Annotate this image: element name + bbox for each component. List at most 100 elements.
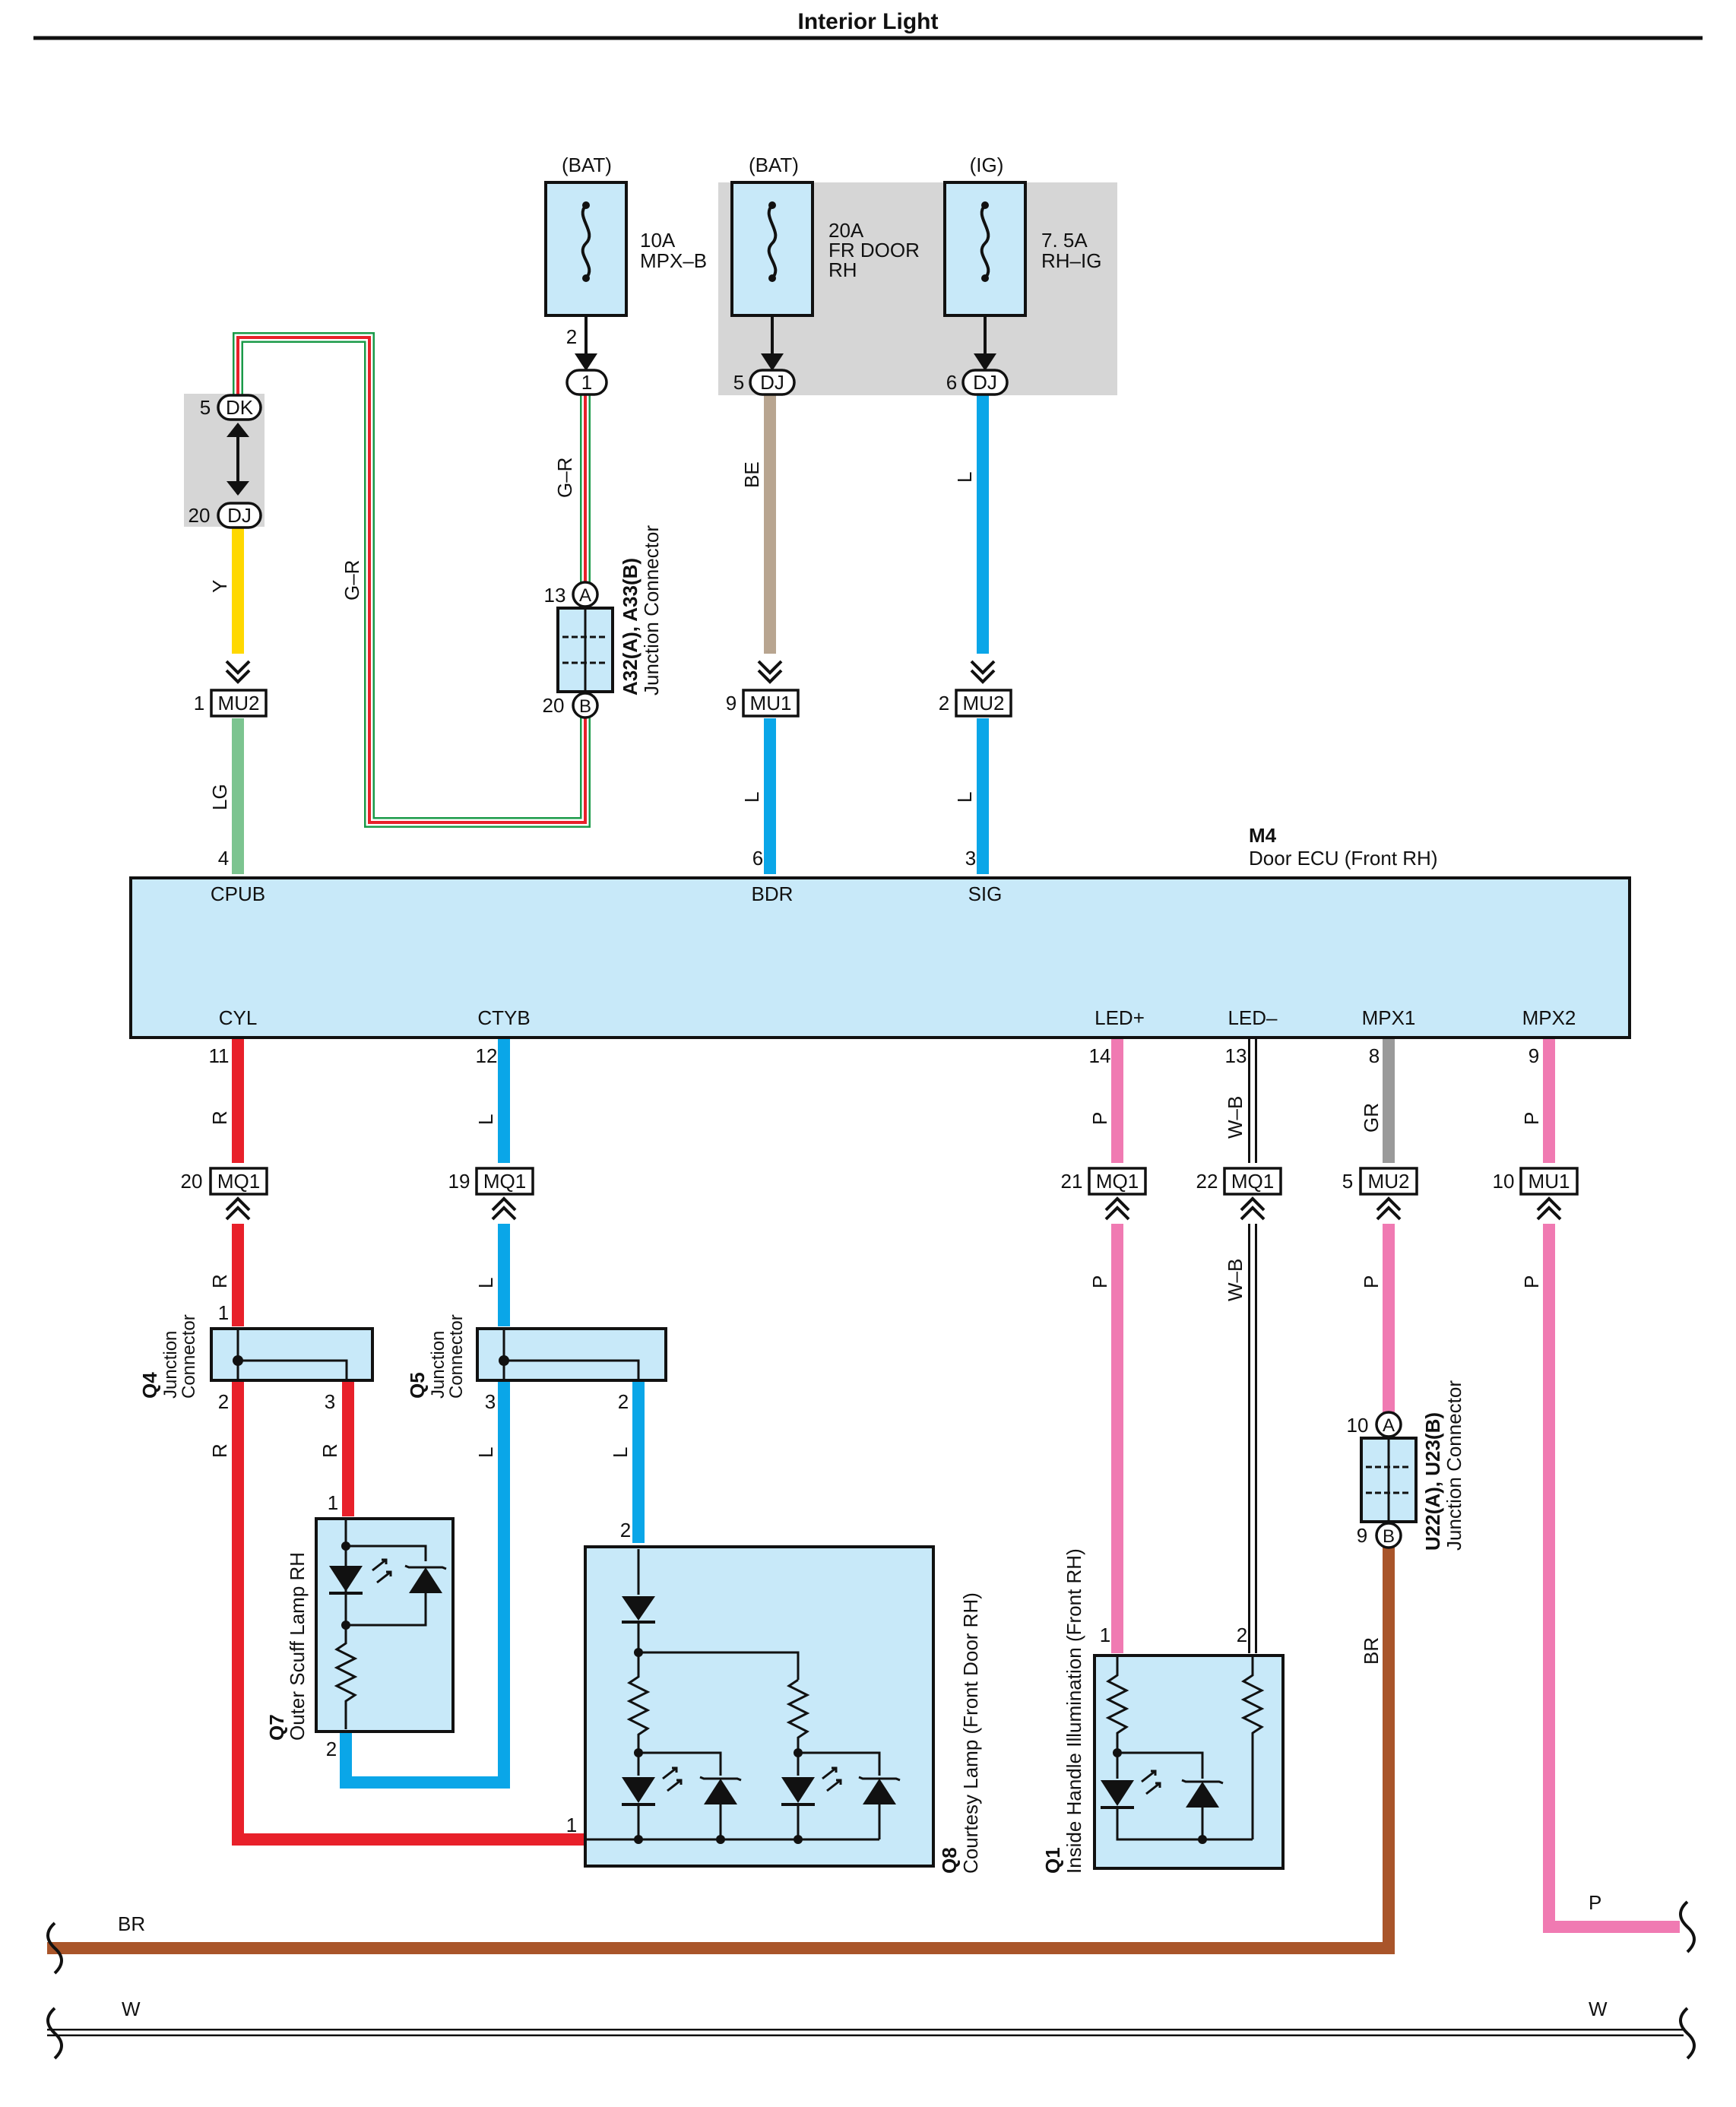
svg-text:Door ECU (Front RH): Door ECU (Front RH) xyxy=(1249,847,1437,870)
svg-text:Courtesy Lamp (Front Door RH): Courtesy Lamp (Front Door RH) xyxy=(959,1592,982,1874)
svg-text:1: 1 xyxy=(194,692,204,714)
connector-dj-pin5: DJ 5 xyxy=(733,353,796,396)
svg-text:Outer Scuff Lamp RH: Outer Scuff Lamp RH xyxy=(286,1552,309,1741)
svg-text:Connector: Connector xyxy=(179,1314,199,1399)
fuse-mpx-b: (BAT) 10A MPX–B xyxy=(544,154,707,363)
svg-text:3: 3 xyxy=(485,1390,496,1413)
svg-text:M4: M4 xyxy=(1249,824,1277,847)
svg-text:L: L xyxy=(953,792,976,803)
svg-text:Junction: Junction xyxy=(428,1331,448,1399)
fuse-rating: 10A xyxy=(640,229,676,252)
svg-text:13: 13 xyxy=(1225,1044,1247,1067)
junction-connector-u22-u23: A 10 B 9 U22(A), U23(B) Junction Connect… xyxy=(1347,1380,1465,1551)
junction-connector-a32-a33: A 13 B 20 A32(A), A33(B) Junction Connec… xyxy=(543,525,663,719)
svg-text:MQ1: MQ1 xyxy=(1096,1170,1139,1193)
svg-text:R: R xyxy=(318,1443,341,1458)
svg-text:Q8: Q8 xyxy=(938,1847,961,1874)
svg-text:3: 3 xyxy=(325,1390,335,1413)
svg-text:CYL: CYL xyxy=(219,1006,258,1029)
svg-text:MQ1: MQ1 xyxy=(1231,1170,1274,1193)
connector-dk-dj-pair: DK 5 DJ 20 xyxy=(188,394,262,529)
wire-l-to-q7 xyxy=(340,1380,510,1789)
inside-handle-illumination-q1: 1 2 Q1 Inside Handle Illumination (Front… xyxy=(1041,1548,1285,1874)
page-title: Interior Light xyxy=(798,9,939,34)
svg-text:9: 9 xyxy=(1529,1044,1539,1067)
junction-q5: 3 2 Q5 Junction Connector xyxy=(406,1314,667,1413)
svg-text:MU2: MU2 xyxy=(218,692,260,714)
svg-text:20: 20 xyxy=(181,1170,203,1193)
wire-color-labels: G–R G–R BE L Y LG L L R R R R L L L L P … xyxy=(118,458,1608,2020)
svg-text:P: P xyxy=(1088,1112,1111,1125)
connector-mu2-pin2: MU2 2 xyxy=(939,660,1012,718)
svg-text:L: L xyxy=(953,472,976,483)
connector-mu1-pin9: MU1 9 xyxy=(726,660,800,718)
connector-mq1-pin20: MQ1 20 xyxy=(181,1167,268,1221)
svg-text:Inside Handle Illumination (Fr: Inside Handle Illumination (Front RH) xyxy=(1063,1548,1085,1874)
svg-text:2: 2 xyxy=(326,1738,337,1760)
svg-text:DK: DK xyxy=(226,396,254,419)
svg-text:BR: BR xyxy=(1360,1637,1383,1665)
svg-text:2: 2 xyxy=(620,1519,631,1541)
junction-q4: 1 2 3 Q4 Junction Connector xyxy=(138,1301,374,1413)
fuse-name: RH–IG xyxy=(1041,249,1101,272)
svg-text:MQ1: MQ1 xyxy=(483,1170,526,1193)
svg-text:MU2: MU2 xyxy=(1368,1170,1410,1193)
svg-text:5: 5 xyxy=(1342,1170,1353,1193)
svg-text:G–R: G–R xyxy=(341,560,363,600)
svg-text:19: 19 xyxy=(448,1170,470,1193)
svg-text:14: 14 xyxy=(1089,1044,1111,1067)
wire-p-mpx2-lower xyxy=(1543,1224,1680,1933)
svg-text:SIG: SIG xyxy=(968,882,1003,905)
svg-text:BE: BE xyxy=(740,461,763,488)
svg-text:P: P xyxy=(1520,1112,1543,1125)
door-ecu-m4: M4 Door ECU (Front RH) 4 CPUB 6 BDR 3 SI… xyxy=(129,824,1631,1067)
svg-text:Connector: Connector xyxy=(446,1314,467,1399)
svg-text:W–B: W–B xyxy=(1224,1096,1247,1139)
svg-text:1: 1 xyxy=(1100,1624,1110,1646)
svg-text:G–R: G–R xyxy=(553,458,576,498)
svg-text:Q1: Q1 xyxy=(1041,1847,1064,1874)
svg-text:3: 3 xyxy=(965,847,976,870)
connector-mq1-pin22: MQ1 22 xyxy=(1196,1167,1282,1221)
svg-text:Q5: Q5 xyxy=(406,1372,429,1399)
connector-mu1-pin10: MU1 10 xyxy=(1493,1167,1579,1221)
svg-text:1: 1 xyxy=(566,1814,577,1836)
svg-text:12: 12 xyxy=(476,1044,498,1067)
svg-text:10: 10 xyxy=(1347,1414,1369,1437)
svg-text:Junction Connector: Junction Connector xyxy=(1443,1380,1465,1551)
svg-text:BR: BR xyxy=(118,1912,145,1935)
svg-text:B: B xyxy=(1383,1526,1395,1547)
svg-text:Q7: Q7 xyxy=(265,1714,288,1741)
svg-text:Q4: Q4 xyxy=(138,1372,161,1399)
svg-text:Junction Connector: Junction Connector xyxy=(640,525,663,695)
svg-text:LG: LG xyxy=(208,784,231,810)
svg-text:W: W xyxy=(1589,1998,1608,2020)
svg-text:L: L xyxy=(609,1447,632,1458)
svg-text:5: 5 xyxy=(200,396,211,419)
svg-text:R: R xyxy=(208,1443,231,1458)
svg-text:P: P xyxy=(1088,1275,1111,1288)
wire-r-to-q8 xyxy=(232,1380,585,1846)
svg-text:22: 22 xyxy=(1196,1170,1218,1193)
svg-text:W: W xyxy=(122,1998,141,2020)
svg-text:5: 5 xyxy=(733,371,744,394)
svg-text:MPX1: MPX1 xyxy=(1362,1006,1416,1029)
fuse-source: (BAT) xyxy=(749,154,799,176)
svg-text:A: A xyxy=(1383,1415,1395,1436)
svg-text:13: 13 xyxy=(544,584,566,607)
svg-text:20: 20 xyxy=(188,504,211,527)
break-mark-w-left xyxy=(46,2007,63,2060)
svg-text:P: P xyxy=(1589,1891,1601,1914)
svg-text:6: 6 xyxy=(946,371,957,394)
svg-text:MU2: MU2 xyxy=(963,692,1005,714)
connector-dj-pin6: DJ 6 xyxy=(946,353,1009,396)
wire-g-r-loop xyxy=(233,332,591,828)
svg-text:L: L xyxy=(474,1114,497,1125)
svg-text:1: 1 xyxy=(581,371,592,394)
svg-text:MU1: MU1 xyxy=(750,692,792,714)
svg-text:R: R xyxy=(208,1111,231,1125)
fuse-name: MPX–B xyxy=(640,249,707,272)
svg-text:4: 4 xyxy=(218,847,229,870)
svg-text:Y: Y xyxy=(208,580,231,593)
svg-text:DJ: DJ xyxy=(760,371,784,394)
